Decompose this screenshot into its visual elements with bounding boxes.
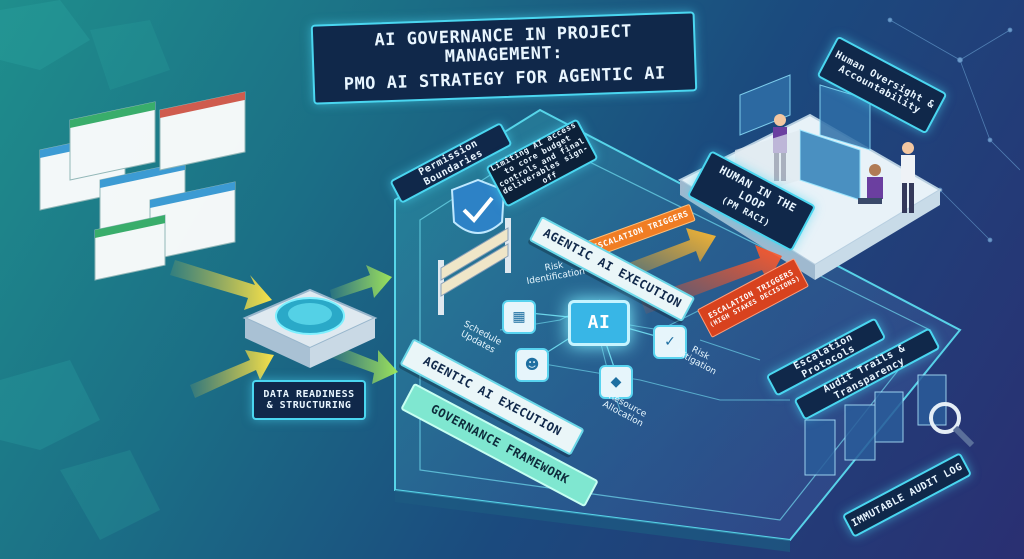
- people-icon: ☻: [515, 348, 549, 382]
- ai-chip: AI: [568, 300, 630, 346]
- people-node: ☻: [512, 348, 552, 382]
- title-line-2: PMO AI STRATEGY FOR AGENTIC AI: [343, 63, 667, 95]
- risk-mitigation-node: ✓: [650, 325, 690, 359]
- data-readiness-label: DATA READINESS & STRUCTURING: [252, 380, 366, 420]
- title-line-1: AI GOVERNANCE IN PROJECT MANAGEMENT:: [374, 21, 633, 67]
- schedule-node: ▦: [494, 300, 544, 334]
- shield-check-icon: ✓: [653, 325, 687, 359]
- resource-node: ◆: [596, 365, 636, 399]
- resource-icon: ◆: [599, 365, 633, 399]
- calendar-icon: ▦: [502, 300, 536, 334]
- title-banner: AI GOVERNANCE IN PROJECT MANAGEMENT: PMO…: [310, 11, 698, 105]
